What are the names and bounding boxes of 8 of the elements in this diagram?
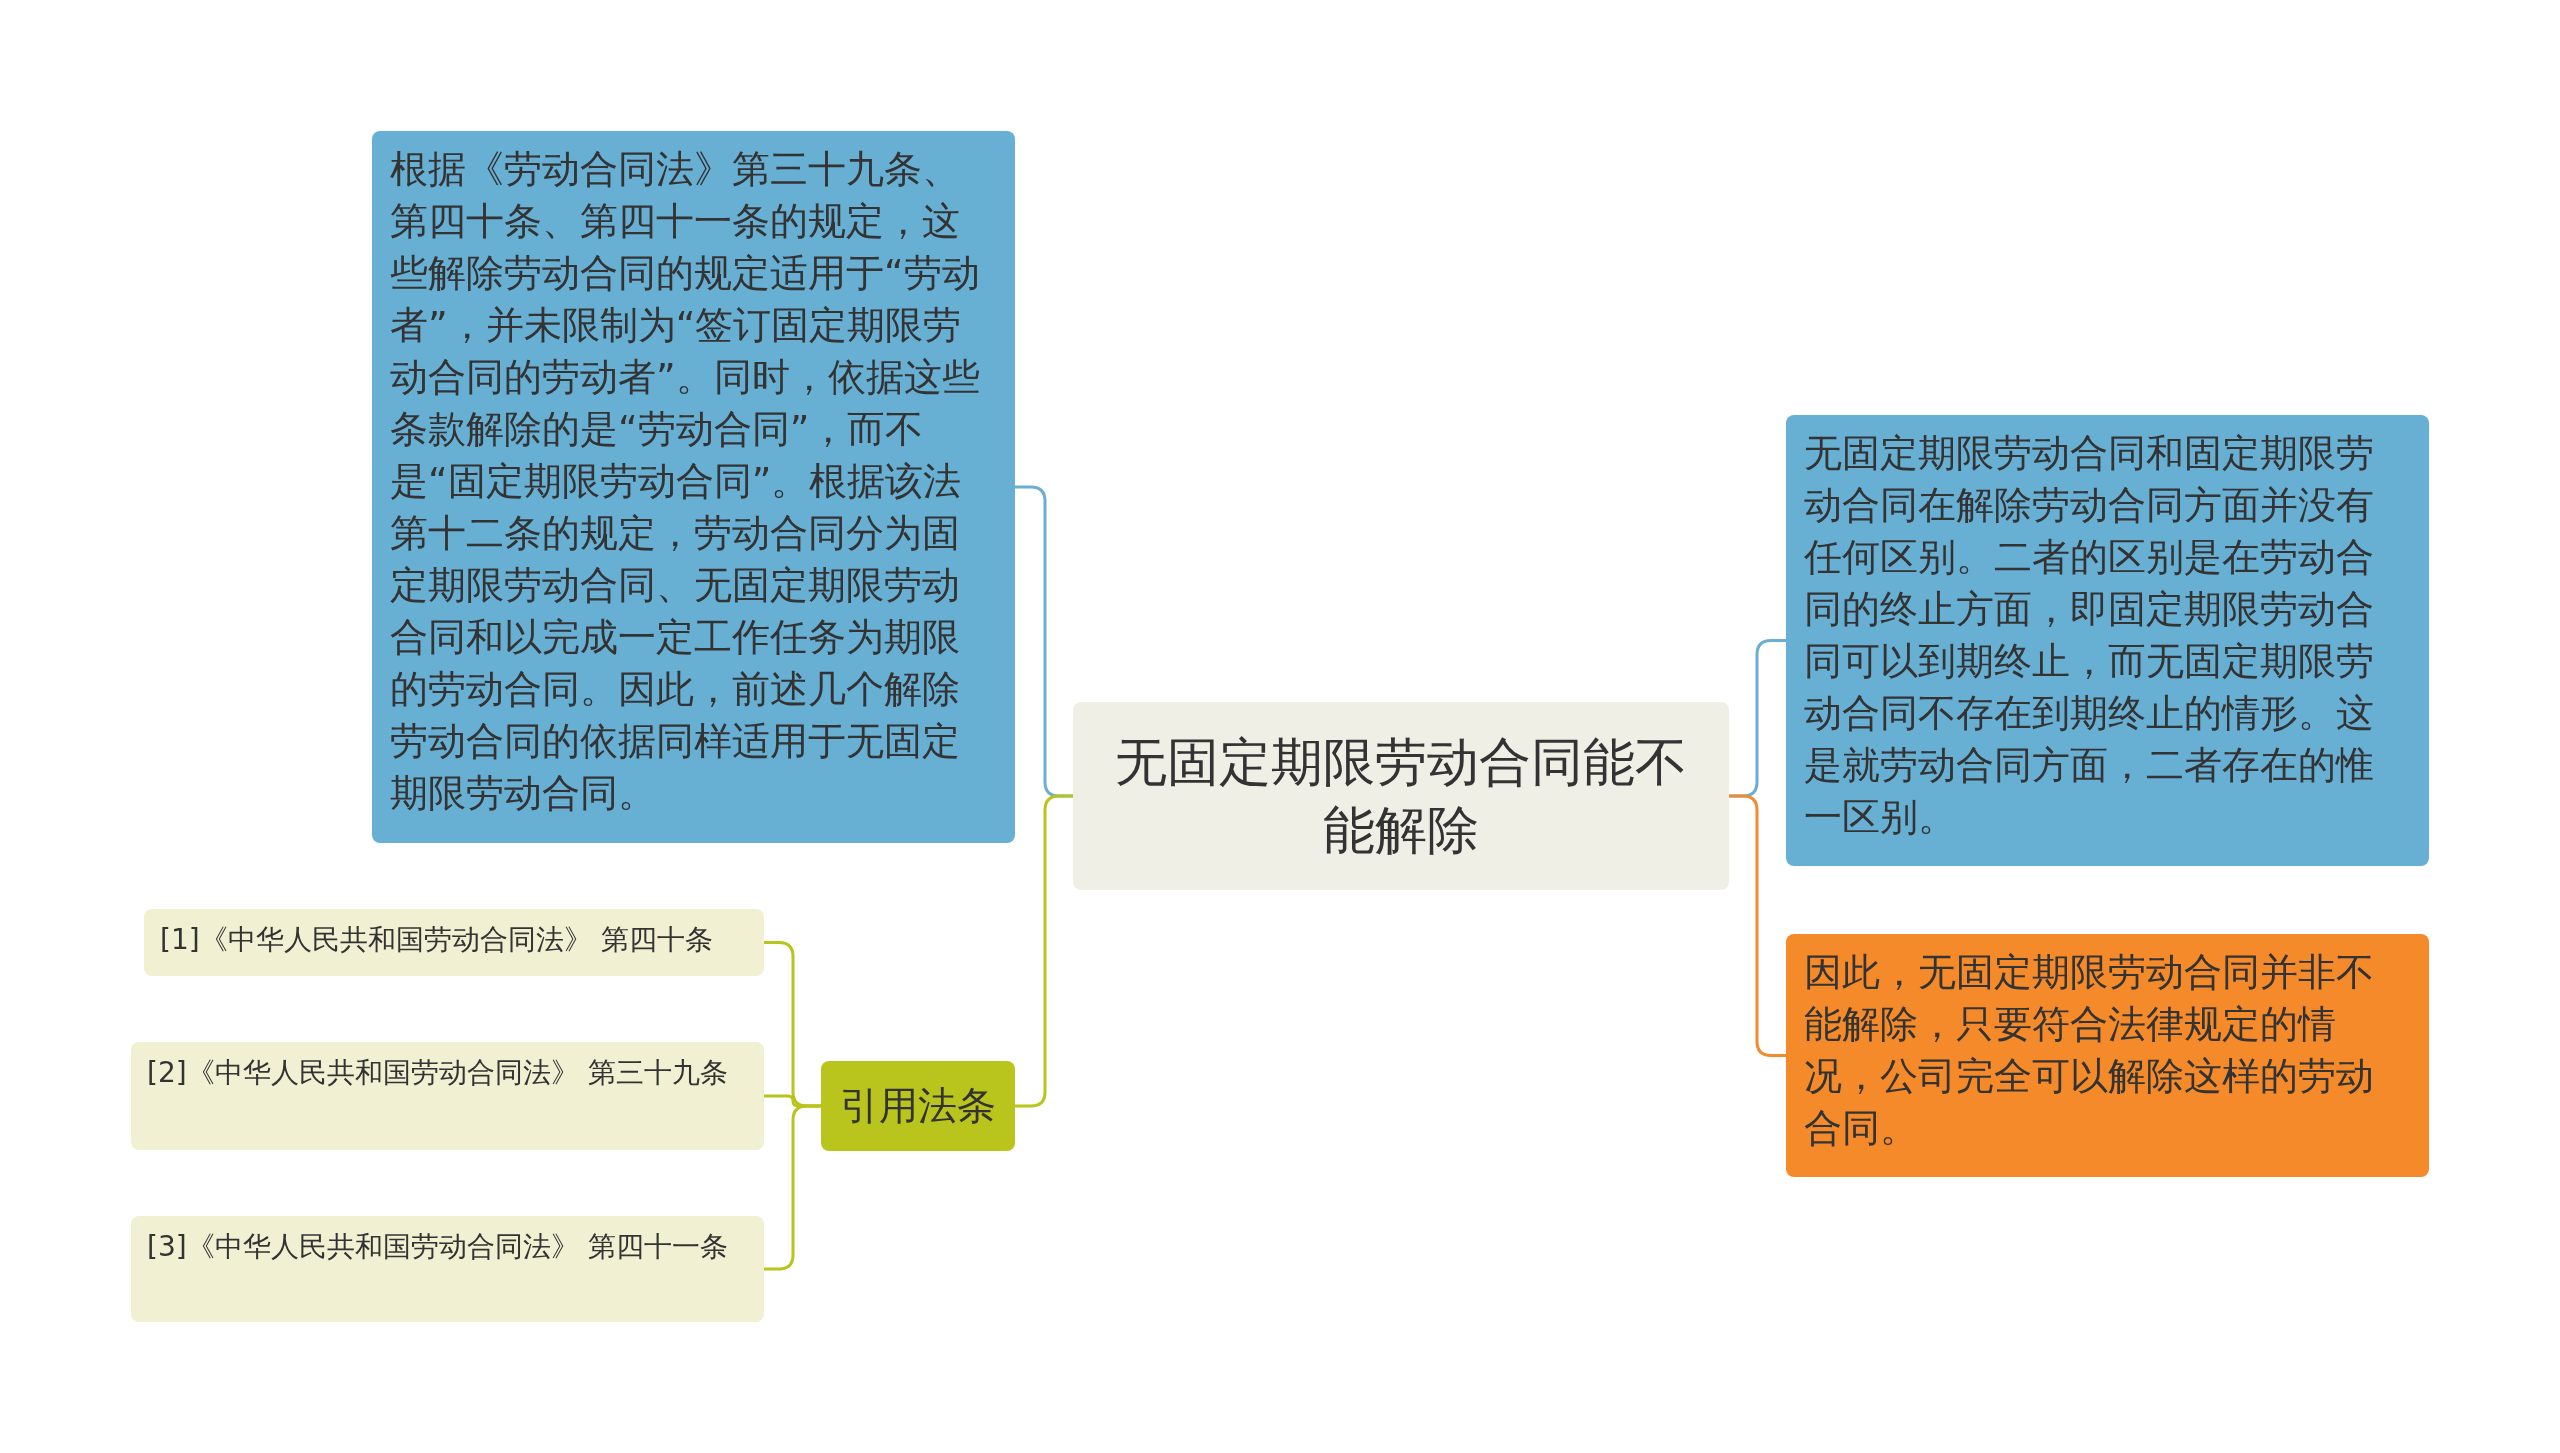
citation-box: [1]《中华人民共和国劳动合同法》 第四十条 — [144, 909, 764, 976]
note-box: 因此，无固定期限劳动合同并非不能解除，只要符合法律规定的情况，公司完全可以解除这样的劳动合同。 — [1786, 934, 2429, 1177]
topic-box: 无固定期限劳动合同能不能解除 — [1073, 702, 1729, 890]
note-box: 根据《劳动合同法》第三十九条、第四十条、第四十一条的规定，这些解除劳动合同的规定适用于“劳动者”，并未限制为“签订固定期限劳动合同的劳动者”。同时，依据这些条款解除的是“劳动合同”，而不是“固定期限劳动合同”。根据该法第十二条的规定，劳动合同分为固定期限劳动合同、无固定期限劳动合同和以完成一定工作任务为期限的劳动合同。因此，前述几个解除劳动合同的依据同样适用于无固定期限劳动合同。 — [372, 131, 1015, 843]
note-box: 无固定期限劳动合同和固定期限劳动合同在解除劳动合同方面并没有任何区别。二者的区别是在劳动合同的终止方面，即固定期限劳动合同可以到期终止，而无固定期限劳动合同不存在到期终止的情形。这是就劳动合同方面，二者存在的惟一区别。 — [1786, 415, 2429, 866]
citation-box: [3]《中华人民共和国劳动合同法》 第四十一条 — [131, 1216, 764, 1322]
branch-box: 引用法条 — [821, 1061, 1015, 1151]
citation-box: [2]《中华人民共和国劳动合同法》 第三十九条 — [131, 1042, 764, 1150]
